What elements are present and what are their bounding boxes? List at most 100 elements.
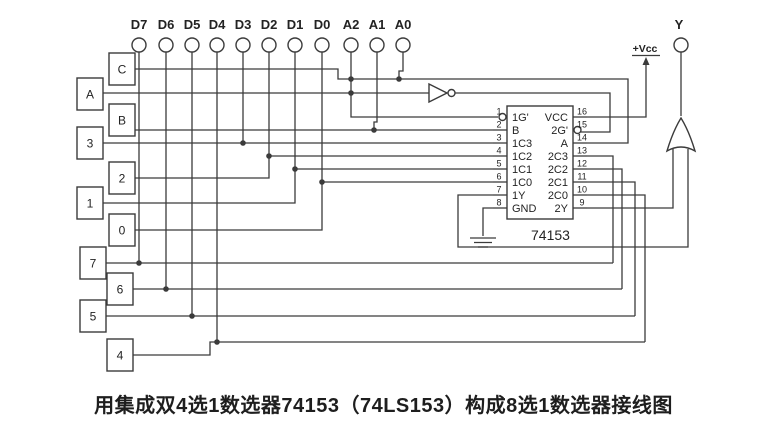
input-box-rect bbox=[76, 126, 104, 160]
terminal-circle bbox=[131, 37, 147, 53]
pin-label: 1C2 bbox=[512, 151, 532, 163]
wire bbox=[135, 155, 493, 179]
vcc-label: +Vcc bbox=[633, 43, 658, 55]
pin-number: 15 bbox=[577, 120, 587, 130]
terminal-label: A1 bbox=[369, 17, 386, 32]
wire bbox=[398, 52, 404, 79]
input-box-6: 6 bbox=[106, 272, 134, 306]
wire bbox=[587, 149, 674, 209]
junction-dot bbox=[396, 76, 402, 82]
input-box-label: 5 bbox=[90, 310, 97, 324]
junction-dot bbox=[319, 179, 325, 185]
terminal-A1: A1 bbox=[369, 17, 386, 53]
wire bbox=[350, 52, 498, 118]
junction-dot bbox=[348, 76, 354, 82]
ground-icon bbox=[470, 237, 496, 248]
pin-label: 2G' bbox=[551, 125, 568, 137]
terminal-D3: D3 bbox=[235, 17, 252, 53]
terminal-circle bbox=[287, 37, 303, 53]
terminal-label: D5 bbox=[184, 17, 201, 32]
terminal-A0: A0 bbox=[395, 17, 412, 53]
junction-dot bbox=[214, 339, 220, 345]
wire bbox=[457, 149, 689, 248]
input-box-1: 1 bbox=[76, 186, 104, 220]
input-box-5: 5 bbox=[79, 299, 107, 333]
active-low-bubble-icon bbox=[573, 125, 582, 135]
input-box-A: A bbox=[76, 77, 104, 111]
vcc-arrowhead bbox=[642, 57, 650, 65]
wire bbox=[587, 168, 623, 289]
pin-label: 2Y bbox=[555, 203, 569, 215]
input-box-7: 7 bbox=[79, 246, 107, 280]
active-low-bubble-icon bbox=[498, 112, 507, 122]
input-box-B: B bbox=[108, 103, 136, 137]
terminal-label: A2 bbox=[343, 17, 360, 32]
terminal-D1: D1 bbox=[287, 17, 304, 53]
wire bbox=[587, 181, 636, 316]
terminal-label: A0 bbox=[395, 17, 412, 32]
terminal-label: D3 bbox=[235, 17, 252, 32]
input-box-rect bbox=[108, 52, 136, 86]
chip-name: 74153 bbox=[531, 227, 570, 243]
pin-number: 10 bbox=[577, 185, 587, 195]
input-box-label: 7 bbox=[90, 257, 97, 271]
wire bbox=[135, 181, 493, 231]
input-box-label: 1 bbox=[87, 197, 94, 211]
junction-dot bbox=[240, 140, 246, 146]
pin-label: 1C1 bbox=[512, 164, 532, 176]
junction-dot bbox=[266, 153, 272, 159]
terminal-circle bbox=[314, 37, 330, 53]
terminal-D6: D6 bbox=[158, 17, 174, 53]
pin-label: 2C2 bbox=[548, 164, 568, 176]
not-gate-triangle bbox=[428, 82, 449, 104]
terminal-circle bbox=[235, 37, 251, 53]
terminal-label: D2 bbox=[261, 17, 278, 32]
input-box-label: 2 bbox=[119, 172, 126, 186]
pin-number: 8 bbox=[496, 198, 501, 208]
terminal-circle bbox=[369, 37, 385, 53]
pin-label: 2C1 bbox=[548, 177, 568, 189]
not-gate-icon bbox=[428, 82, 456, 104]
chip-body bbox=[506, 105, 574, 220]
input-box-rect bbox=[79, 246, 107, 280]
pin-number: 16 bbox=[577, 107, 587, 117]
wire bbox=[133, 341, 645, 356]
pin-label: 2C0 bbox=[548, 190, 568, 202]
wire bbox=[587, 194, 646, 342]
wire bbox=[587, 155, 614, 263]
input-box-label: B bbox=[118, 114, 126, 128]
input-box-rect bbox=[108, 213, 136, 247]
pin-number: 7 bbox=[496, 185, 501, 195]
input-box-label: 4 bbox=[117, 349, 124, 363]
wire bbox=[103, 168, 493, 204]
input-box-label: 3 bbox=[87, 137, 94, 151]
pin-label: GND bbox=[512, 203, 537, 215]
pin-number: 14 bbox=[577, 133, 587, 143]
wire bbox=[482, 207, 493, 236]
terminal-label: Y bbox=[675, 17, 684, 32]
input-box-0: 0 bbox=[108, 213, 136, 247]
pin-label: VCC bbox=[545, 112, 568, 124]
input-box-rect bbox=[76, 77, 104, 111]
pin-number: 1 bbox=[496, 107, 501, 117]
pin-number: 9 bbox=[579, 198, 584, 208]
terminal-D7: D7 bbox=[131, 17, 147, 53]
pin-number: 3 bbox=[496, 133, 501, 143]
terminal-label: D1 bbox=[287, 17, 304, 32]
terminal-circle bbox=[395, 37, 411, 53]
pin-number: 4 bbox=[496, 146, 501, 156]
pin-number: 13 bbox=[577, 146, 587, 156]
junction-dot bbox=[163, 286, 169, 292]
input-box-rect bbox=[108, 103, 136, 137]
wire bbox=[135, 68, 629, 144]
pin-number: 11 bbox=[577, 172, 586, 182]
input-box-C: C bbox=[108, 52, 136, 86]
terminal-label: D4 bbox=[209, 17, 226, 32]
not-gate-bubble bbox=[447, 88, 456, 98]
pin-label: B bbox=[512, 125, 519, 137]
input-box-4: 4 bbox=[106, 338, 134, 372]
pin-number: 2 bbox=[496, 120, 501, 130]
terminal-circle bbox=[209, 37, 225, 53]
